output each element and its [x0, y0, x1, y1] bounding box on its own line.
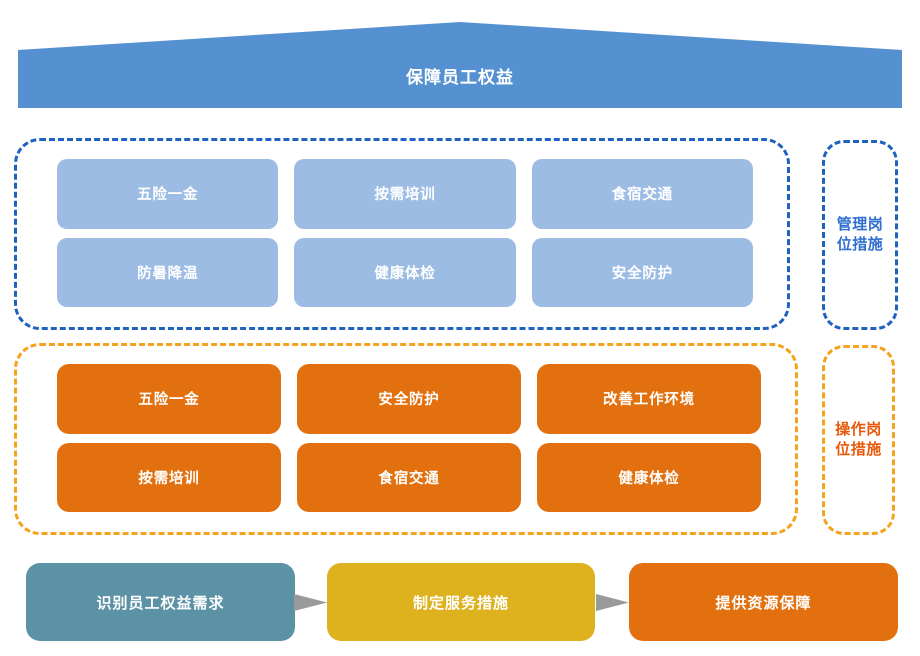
flow-step-1[interactable]: 识别员工权益需求	[26, 563, 295, 641]
measure-box[interactable]: 五险一金	[57, 159, 279, 229]
arrow-right-icon-shape	[596, 594, 629, 611]
side-label-operation-text: 操作岗位措施	[835, 420, 882, 458]
group-management-grid: 五险一金 按需培训 食宿交通 防暑降温 健康体检 安全防护	[17, 141, 787, 327]
measure-box[interactable]: 按需培训	[294, 159, 516, 229]
measure-box[interactable]: 改善工作环境	[537, 364, 761, 434]
header-banner: 保障员工权益	[18, 22, 902, 108]
side-label-operation: 操作岗位措施	[822, 345, 895, 535]
arrow-right-icon-shape	[294, 594, 327, 611]
measure-box[interactable]: 按需培训	[57, 442, 281, 512]
measure-box[interactable]: 健康体检	[537, 442, 761, 512]
measure-box[interactable]: 食宿交通	[297, 442, 521, 512]
measure-box[interactable]: 防暑降温	[57, 237, 279, 307]
measure-box[interactable]: 五险一金	[57, 364, 281, 434]
group-operation: 五险一金 安全防护 改善工作环境 按需培训 食宿交通 健康体检	[14, 343, 798, 535]
side-label-management-text: 管理岗位措施	[836, 215, 884, 253]
measure-box[interactable]: 安全防护	[531, 237, 753, 307]
measure-box[interactable]: 安全防护	[297, 364, 521, 434]
flow-step-2[interactable]: 制定服务措施	[327, 563, 595, 641]
arrow-right-icon	[294, 586, 327, 619]
header-banner-shape	[18, 22, 902, 108]
group-operation-grid: 五险一金 安全防护 改善工作环境 按需培训 食宿交通 健康体检	[17, 346, 795, 532]
group-management: 五险一金 按需培训 食宿交通 防暑降温 健康体检 安全防护	[14, 138, 790, 330]
flow-step-3[interactable]: 提供资源保障	[629, 563, 898, 641]
arrow-right-icon	[596, 586, 629, 619]
measure-box[interactable]: 健康体检	[294, 237, 516, 307]
side-label-management: 管理岗位措施	[822, 140, 898, 330]
measure-box[interactable]: 食宿交通	[531, 159, 753, 229]
